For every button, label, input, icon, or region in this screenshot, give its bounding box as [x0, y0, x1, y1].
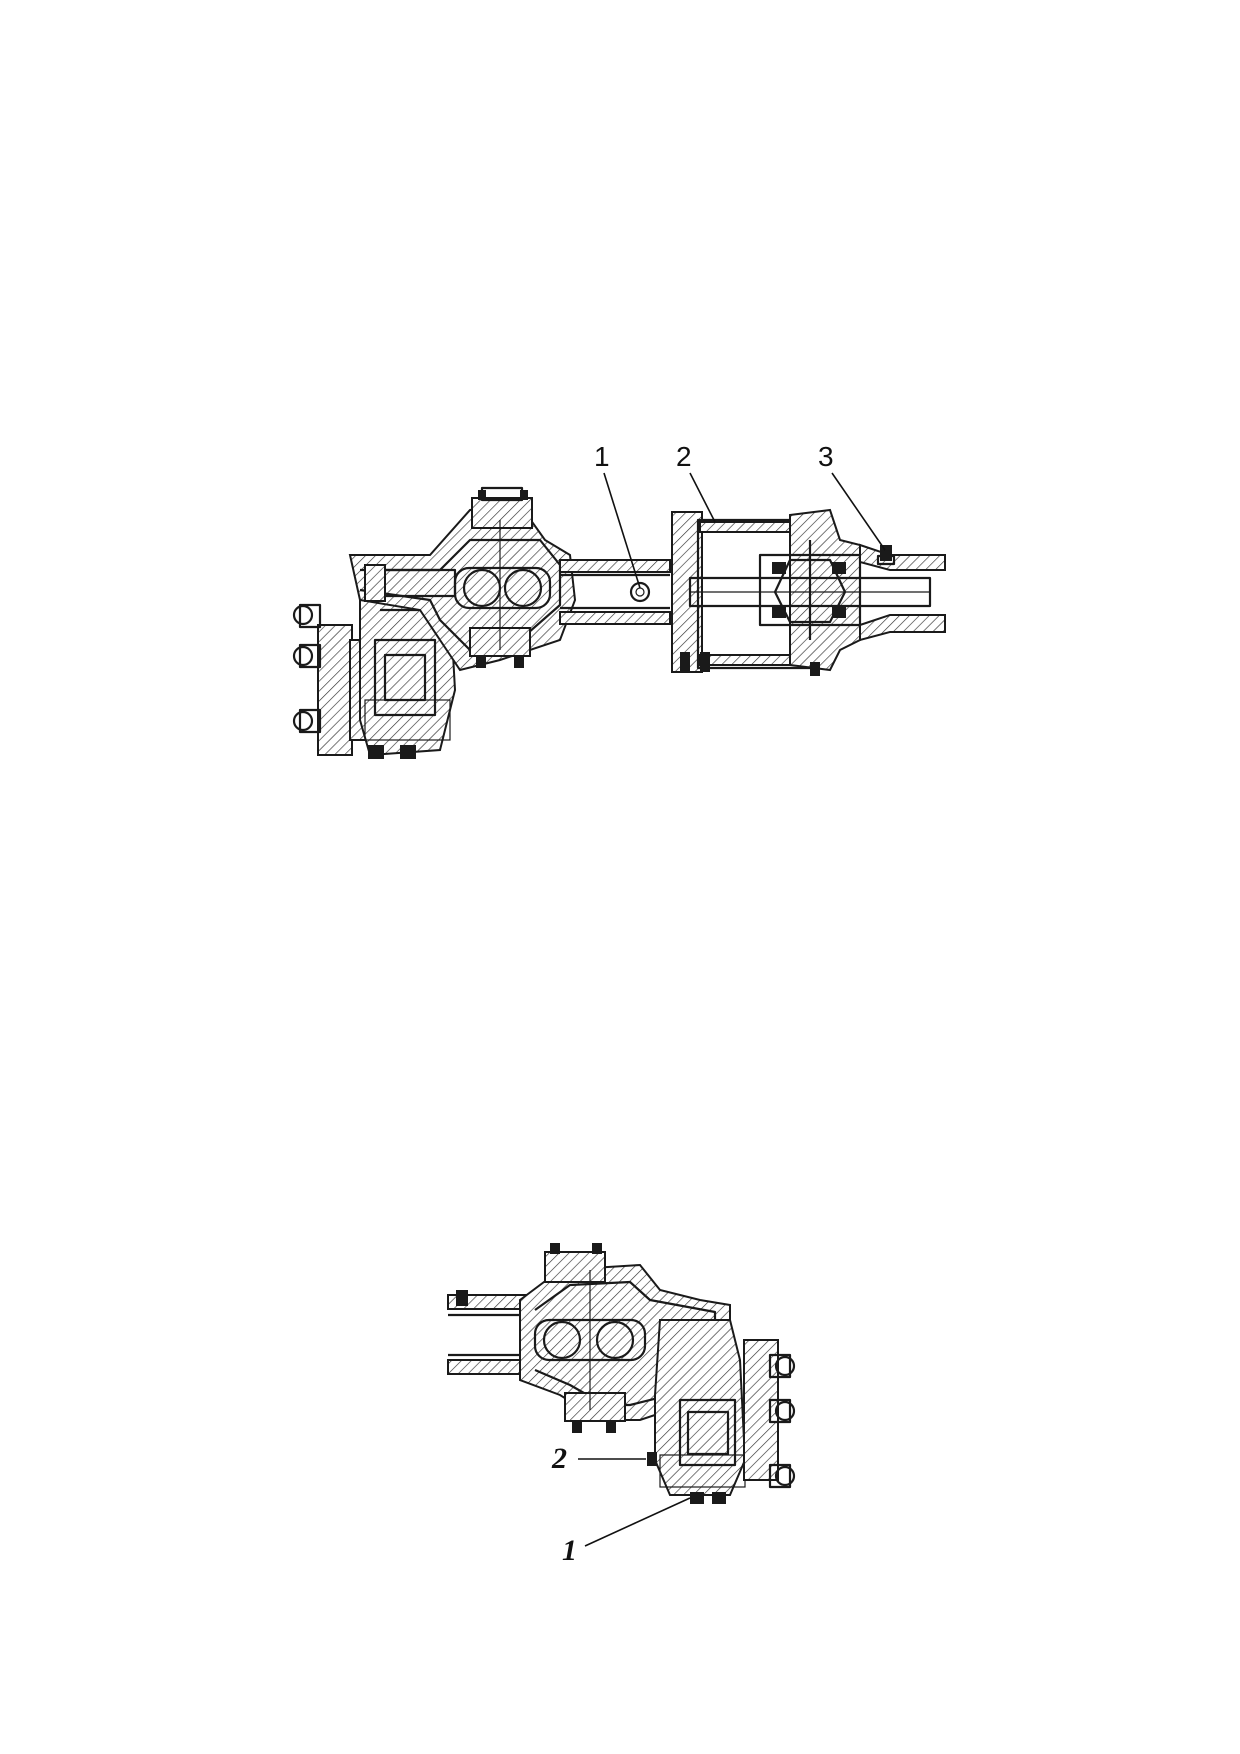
- leader-line-2: [689, 472, 716, 523]
- leader-line-1-detail: [584, 1497, 691, 1547]
- front-axle-drawing: 1 2 3: [292, 441, 946, 759]
- leader-line-3: [831, 472, 886, 551]
- differential-housing: [671, 508, 932, 676]
- detail-wheel-hub-right: [743, 1339, 796, 1489]
- detail-axle-stub: [447, 1290, 540, 1375]
- axle-tube-right: [859, 543, 946, 642]
- final-drive-detail-drawing: 2 1: [447, 1243, 796, 1567]
- axle-tube: [559, 559, 671, 625]
- leader-line-1: [603, 472, 641, 589]
- callout-label-1: 1: [594, 441, 610, 472]
- callout-label-3: 3: [818, 441, 834, 472]
- callouts-figure-1: 1 2 3: [594, 441, 886, 589]
- callouts-figure-2: 2 1: [551, 1442, 691, 1567]
- callout-label-2: 2: [676, 441, 692, 472]
- detail-final-drive-housing: [647, 1319, 747, 1504]
- callout-label-1-detail: 1: [562, 1534, 577, 1567]
- callout-label-2-detail: 2: [551, 1442, 567, 1475]
